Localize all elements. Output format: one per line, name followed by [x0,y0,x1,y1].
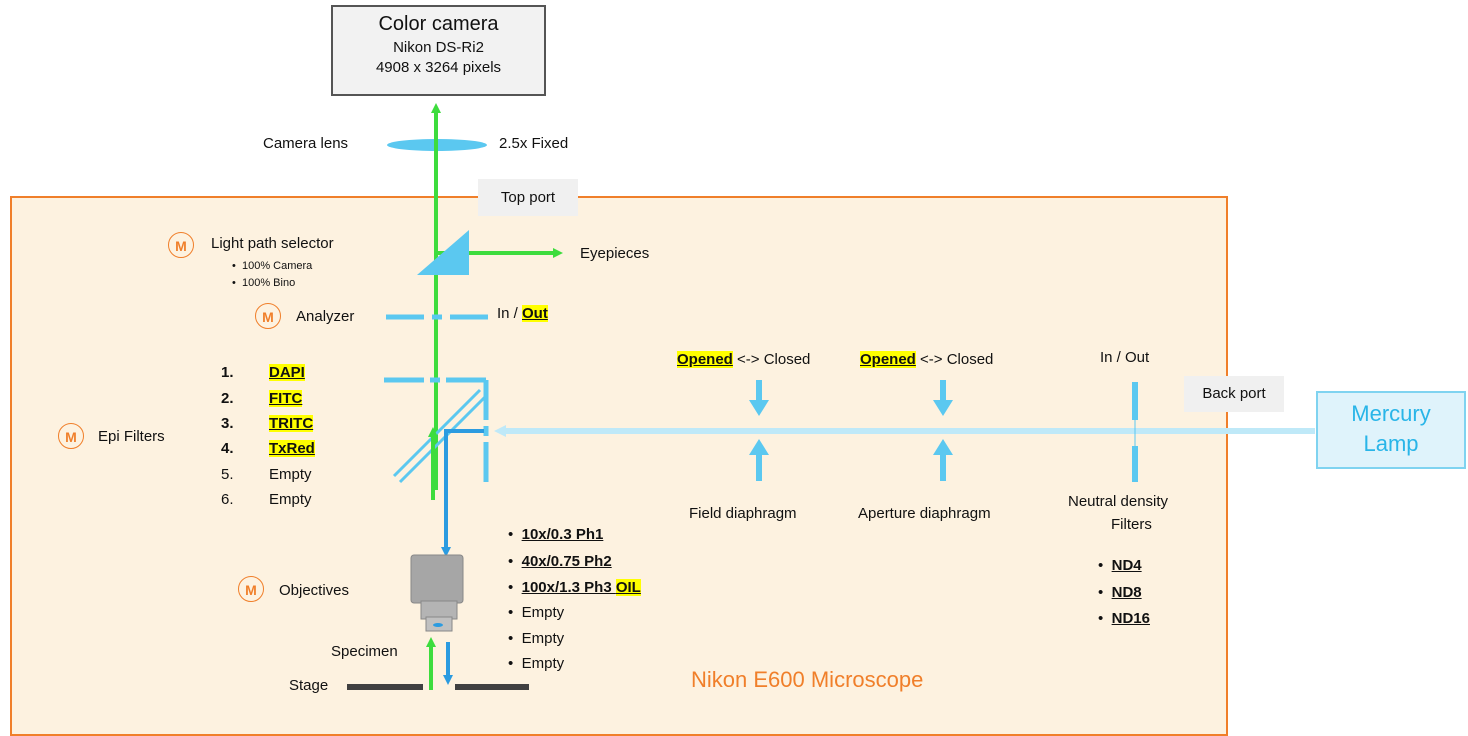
nd-filter-shape [1132,382,1138,482]
nd-item-2: • ND8 [1098,584,1142,601]
mercury-lamp-box: Mercury Lamp [1316,391,1466,469]
nd-item-1: • ND4 [1098,557,1142,574]
nd-filters-label-line1: Neutral density [1068,493,1169,510]
specimen-label: Specimen [331,643,398,660]
microscope-panel [10,196,1228,736]
epi-filter-item-6: 6.Empty [221,491,312,508]
aperture-diaphragm-label: Aperture diaphragm [858,505,991,522]
light-path-prism [417,230,469,275]
epi-filter-item-3: 3.TRITC [221,415,314,432]
field-diaphragm-label: Field diaphragm [689,505,797,522]
aperture-diaphragm-state: Opened <-> Closed [860,351,994,368]
aperture-diaphragm-shape [933,380,953,481]
stage-label: Stage [289,677,329,694]
light-path-selector-label: Light path selector [211,235,334,252]
light-path-option-camera: • 100% Camera [232,260,313,272]
nd-item-3: • ND16 [1098,610,1150,627]
back-port-tag: Back port [1184,376,1284,412]
epi-filter-item-2: 2.FITC [221,390,303,407]
camera-lens-setting: 2.5x Fixed [499,135,569,152]
camera-model: Nikon DS-Ri2 [393,39,484,56]
epi-filter-item-1: 1.DAPI [221,364,305,381]
objective-item-1: • 10x/0.3 Ph1 [508,526,604,543]
field-diaphragm-state: Opened <-> Closed [677,351,811,368]
analyzer-label: Analyzer [296,308,355,325]
objective-item-5: • Empty [508,630,565,647]
objective-item-2: • 40x/0.75 Ph2 [508,553,612,570]
dichroic-mirror-b [398,394,488,484]
nd-filters-label-line2: Filters [1111,516,1152,533]
motor-badge-epi-filters: M [58,423,84,449]
objective-shape [410,554,464,632]
motor-badge-analyzer: M [255,303,281,329]
objective-oil-highlight: OIL [615,579,641,596]
field-diaphragm-shape [749,380,769,481]
camera-title: Color camera [378,13,499,35]
camera-lens-label: Camera lens [263,135,349,152]
objective-item-6: • Empty [508,655,565,672]
microscope-title: Nikon E600 Microscope [691,667,924,692]
top-port-tag: Top port [478,179,578,216]
epi-filters-label: Epi Filters [98,428,165,445]
light-path-option-bino: • 100% Bino [232,277,296,289]
objectives-label: Objectives [279,582,350,599]
objective-item-3: • 100x/1.3 Ph3 OIL [508,579,641,596]
motor-badge-objectives: M [238,576,264,602]
objective-item-4: • Empty [508,604,565,621]
eyepieces-label: Eyepieces [580,245,650,262]
camera-resolution: 4908 x 3264 pixels [375,59,502,76]
epi-filter-item-5: 5.Empty [221,466,312,483]
lamp-line1: Mercury [1351,401,1431,426]
analyzer-state: In / Out [497,305,548,322]
nd-filter-state: In / Out [1100,349,1150,366]
color-camera-box: Color camera Nikon DS-Ri2 4908 x 3264 pi… [331,5,546,96]
blue-excitation-path [441,429,484,557]
motor-badge-light-path: M [168,232,194,258]
analyzer-state-active: Out [522,305,548,322]
lamp-line2: Lamp [1363,431,1419,456]
epi-filter-item-4: 4.TxRed [221,440,315,457]
